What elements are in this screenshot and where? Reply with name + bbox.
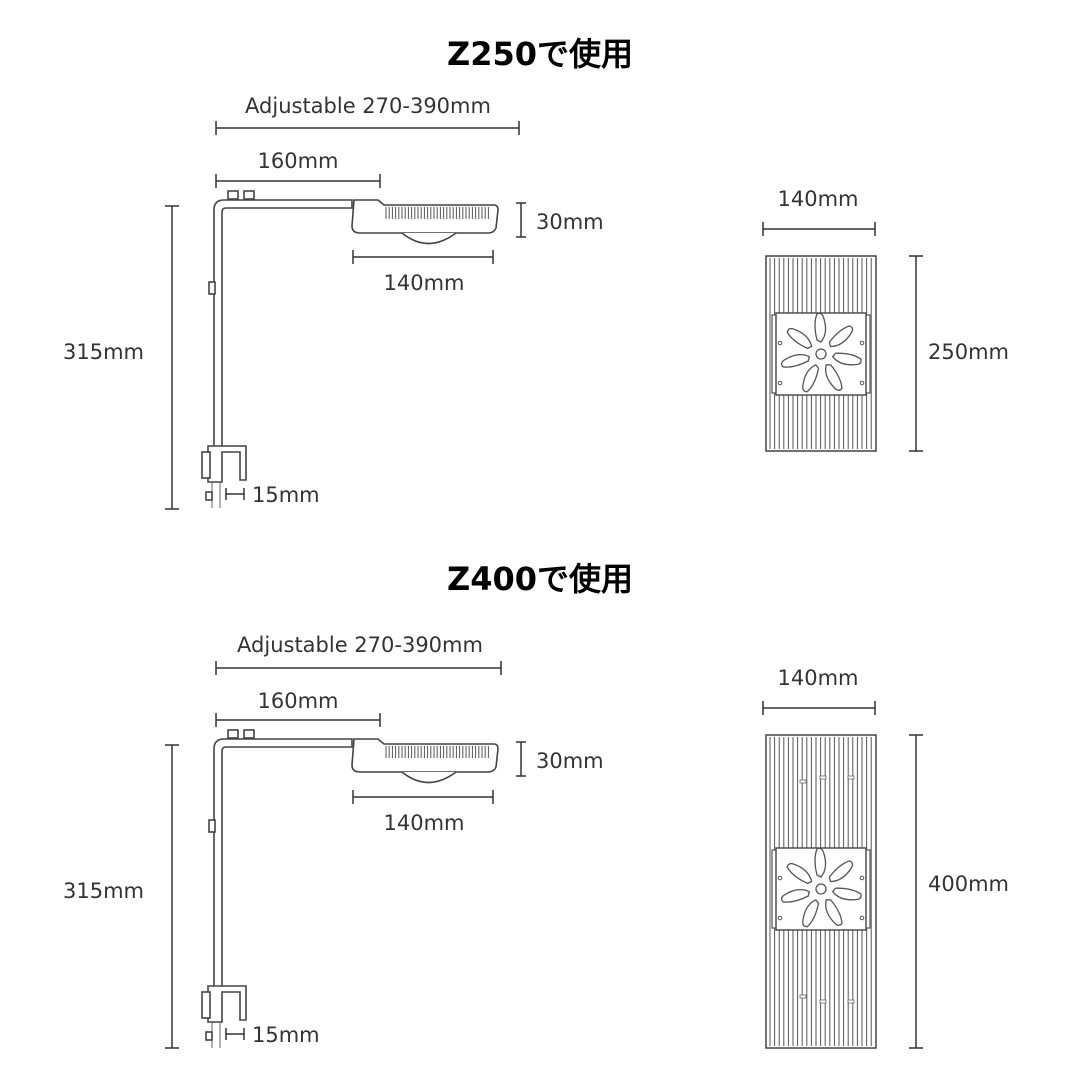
screw <box>859 340 865 346</box>
side-view-drawing <box>201 729 499 1048</box>
height-label: 30mm <box>536 749 604 773</box>
arm-label: 160mm <box>258 689 339 713</box>
top-length-label: 250mm <box>928 340 1009 364</box>
side-fins <box>385 746 489 758</box>
adjustable-dimension: Adjustable 270-390mm <box>215 94 520 135</box>
fan-blade <box>786 862 813 885</box>
top-width-label: 140mm <box>778 666 859 690</box>
fan-blade <box>802 898 820 928</box>
height-dimension: 30mm <box>516 202 604 238</box>
top-length-dimension: 400mm <box>909 734 1009 1049</box>
section-title: Z250で使用 <box>447 35 633 73</box>
side-view-drawing <box>201 190 499 508</box>
arm-dimension: 160mm <box>215 149 381 188</box>
fan-hub <box>815 883 827 895</box>
lamp-width-label: 140mm <box>384 271 465 295</box>
heatsink-mark <box>799 994 807 999</box>
lamp-width-dimension: 140mm <box>352 250 494 295</box>
adjustable-label: Adjustable 270-390mm <box>245 94 491 118</box>
heatsink-mark <box>847 775 855 780</box>
screw <box>859 380 865 386</box>
lamp-width-label: 140mm <box>384 811 465 835</box>
heatsink-mark <box>819 999 827 1004</box>
top-view-drawing <box>765 255 877 452</box>
adjustable-dimension: Adjustable 270-390mm <box>215 633 502 675</box>
fan-blade <box>831 887 862 901</box>
pole-height-label: 315mm <box>63 340 144 364</box>
top-width-label: 140mm <box>778 187 859 211</box>
top-length-label: 400mm <box>928 872 1009 896</box>
fan-blade <box>831 352 862 366</box>
pole-height-dimension: 315mm <box>63 205 179 510</box>
fan-blade <box>786 327 813 350</box>
heatsink-mark <box>819 775 827 780</box>
fan-blade <box>780 353 811 368</box>
fan-hub <box>815 348 827 360</box>
adjustable-label: Adjustable 270-390mm <box>237 633 483 657</box>
clamp-label: 15mm <box>252 1023 320 1047</box>
pole-height-dimension: 315mm <box>63 744 179 1049</box>
fan-blade <box>802 363 820 393</box>
section-z250: Z250で使用 Adjustable 270-390mm 160mm <box>63 35 1009 510</box>
clamp-label: 15mm <box>252 483 320 507</box>
screw <box>859 875 865 881</box>
fan-blade <box>814 312 827 343</box>
screw <box>777 875 783 881</box>
fan-blade <box>814 847 827 878</box>
top-width-dimension: 140mm <box>762 187 876 236</box>
fan-blade <box>825 899 843 926</box>
height-label: 30mm <box>536 210 604 234</box>
clamp-dimension: 15mm <box>225 1023 320 1047</box>
lamp-width-dimension: 140mm <box>352 790 494 835</box>
top-view-drawing <box>765 734 877 1049</box>
top-width-dimension: 140mm <box>762 666 876 715</box>
clamp-dimension: 15mm <box>225 483 320 507</box>
arm-label: 160mm <box>258 149 339 173</box>
side-fins <box>385 207 489 219</box>
heatsink-mark <box>847 999 855 1004</box>
section-z400: Z400で使用 Adjustable 270-390mm 160mm <box>63 560 1009 1049</box>
fan-blade <box>828 325 854 348</box>
screw <box>859 915 865 921</box>
pole-height-label: 315mm <box>63 879 144 903</box>
height-dimension: 30mm <box>516 741 604 777</box>
fan-blade <box>828 860 854 883</box>
screw <box>777 340 783 346</box>
fan-blade <box>825 364 843 391</box>
fan-blade <box>780 888 811 903</box>
arm-dimension: 160mm <box>215 689 381 727</box>
screw <box>777 380 783 386</box>
top-length-dimension: 250mm <box>909 255 1009 452</box>
screw <box>777 915 783 921</box>
section-title: Z400で使用 <box>447 560 633 598</box>
heatsink-mark <box>799 779 807 784</box>
